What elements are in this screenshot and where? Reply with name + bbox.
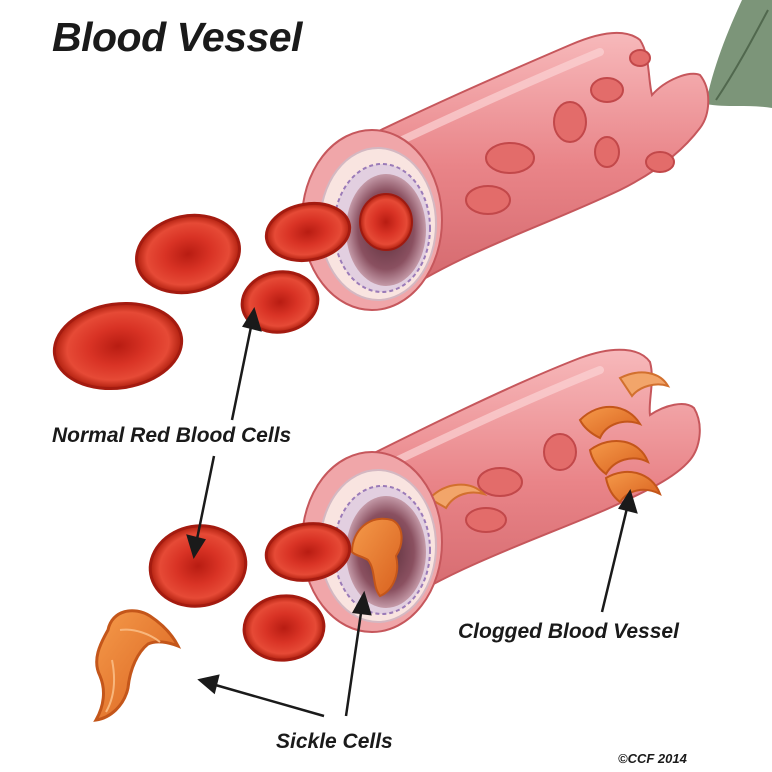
vessel-sickle-cell [618, 371, 671, 398]
leaf-decoration [706, 0, 772, 108]
vessel-cell [477, 467, 523, 497]
label-sickle-cells: Sickle Cells [276, 730, 393, 753]
sickle-cell-clog [604, 470, 662, 504]
normal-blood-vessel [301, 31, 710, 311]
arrow-clogged [600, 503, 630, 613]
arrowhead-normal-up [242, 306, 262, 332]
sickle-cell-texture [105, 628, 161, 713]
red-blood-cell [52, 301, 184, 391]
vessel-cell [645, 151, 675, 173]
sickle-cell [350, 517, 403, 598]
sickle-cell-large [93, 609, 182, 722]
normal-red-blood-cells-top [52, 201, 352, 391]
sickle-cell-clog [588, 440, 650, 476]
arrowhead-sickle-left [197, 674, 220, 695]
arrow-sickle-up [344, 605, 364, 717]
arrowhead-normal-down [186, 534, 206, 560]
sickle-cell-clog [578, 405, 643, 440]
pointer-arrows [186, 306, 638, 718]
vessel-cell [553, 101, 587, 143]
label-clogged-blood-vessel: Clogged Blood Vessel [458, 620, 679, 643]
vessel-sickle-cell [428, 483, 488, 510]
arrowhead-sickle-up [352, 590, 372, 616]
vessel-cell [543, 433, 577, 471]
red-blood-cell [135, 213, 241, 295]
copyright-credit: ©CCF 2014 [618, 751, 687, 766]
leaf-vein [715, 9, 769, 101]
diagram-title: Blood Vessel [52, 14, 302, 60]
vessel-cell [590, 77, 624, 103]
normal-red-blood-cells-bottom [148, 522, 352, 662]
arrow-normal-up [230, 321, 254, 421]
red-blood-cell [264, 522, 352, 582]
label-normal-red-blood-cells: Normal Red Blood Cells [52, 424, 292, 447]
red-blood-cell [242, 594, 326, 662]
red-blood-cell [359, 193, 413, 251]
red-blood-cell [240, 270, 320, 334]
clogged-blood-vessel [301, 348, 701, 633]
vessel-cell [465, 507, 507, 533]
vessel-cell [485, 142, 535, 174]
vessel-cell [465, 185, 511, 215]
vessel-cell [629, 49, 651, 67]
red-blood-cell [148, 524, 248, 608]
arrow-sickle-left [211, 682, 325, 718]
arrow-normal-down [194, 455, 216, 545]
red-blood-cell [264, 201, 352, 263]
arrowhead-clogged [618, 488, 638, 514]
vessel-cell [594, 136, 620, 168]
